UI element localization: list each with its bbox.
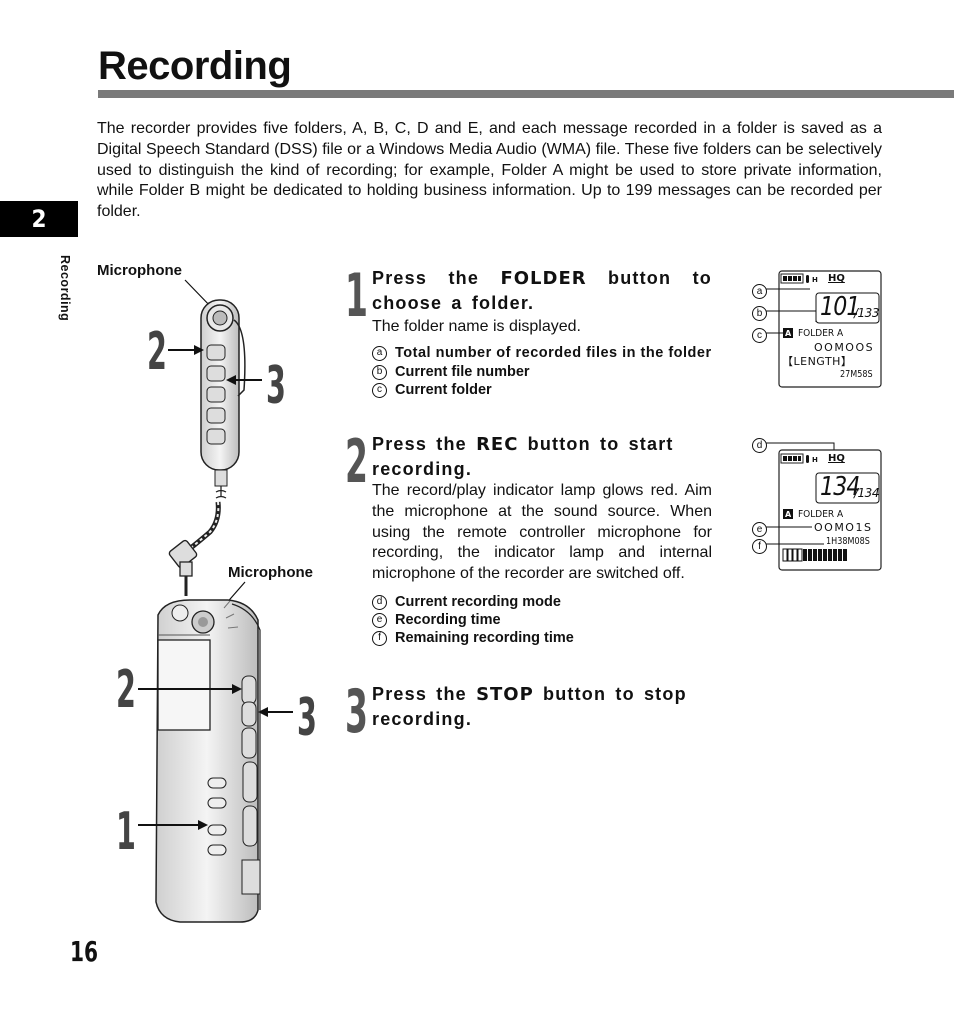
step-3-heading-pre: Press the (372, 684, 467, 704)
legend-item: e Recording time (372, 611, 712, 629)
step-2-heading: Press the REC button to start recording. (372, 432, 712, 481)
legend-text: Current file number (395, 363, 530, 380)
lcd1-marker-b: b (752, 306, 767, 321)
legend-text: Current recording mode (395, 593, 561, 610)
lcd2-mode: HQ (828, 453, 845, 464)
remote-microphone-label: Microphone (97, 262, 182, 279)
lcd1-folder: FOLDER A (798, 328, 844, 339)
lcd1-frame: A (766, 270, 882, 388)
legend-mark: d (372, 594, 387, 610)
lcd-display-1: a b c A H HQ 101 /133 FOLDER A OOMOOS 【L… (750, 270, 885, 390)
lcd2-frame: A (766, 442, 882, 571)
lcd1-length-value: 27M58S (840, 369, 873, 380)
page-title: Recording (98, 44, 292, 88)
page-number: 16 (70, 935, 99, 968)
step-3-number: 3 (345, 677, 368, 747)
remote-callout-2: 2 (147, 322, 167, 382)
lcd2-total: /134 (854, 486, 879, 500)
legend-text: Current folder (395, 381, 492, 398)
legend-text: Remaining recording time (395, 629, 574, 646)
svg-text:A: A (785, 329, 792, 338)
step-1-heading: Press the FOLDER button to choose a fold… (372, 266, 712, 315)
legend-item: d Current recording mode (372, 593, 712, 611)
recorder-body (155, 599, 261, 923)
recorder-callout-2: 2 (116, 660, 136, 720)
step-1-body: The folder name is displayed. (372, 318, 581, 335)
lcd2-marker-d: d (752, 438, 767, 453)
legend-item: c Current folder (372, 381, 712, 399)
lcd1-marker-c: c (752, 328, 767, 343)
lcd2-remaining: 1H38M08S (826, 536, 870, 547)
recorder-callout-1: 1 (116, 802, 136, 862)
legend-item: a Total number of recorded files in the f… (372, 344, 712, 362)
recorder-callout-3: 3 (297, 688, 317, 748)
remote-controller (200, 299, 246, 487)
legend-mark: c (372, 382, 387, 398)
lcd1-length-label: 【LENGTH】 (782, 355, 853, 368)
step-1-legend: a Total number of recorded files in the f… (372, 344, 712, 399)
step-2-number: 2 (345, 427, 368, 497)
lcd2-marker-e: e (752, 522, 767, 537)
folder-button-name: FOLDER (500, 268, 587, 289)
lcd1-file-code: OOMOOS (814, 341, 875, 354)
device-illustration (138, 279, 293, 923)
step-1: Press the FOLDER button to choose a fold… (372, 266, 712, 399)
step-2-body: The record/play indicator lamp glows red… (372, 482, 712, 583)
svg-text:A: A (785, 510, 792, 519)
remote-callout-3: 3 (266, 356, 286, 416)
legend-mark: a (372, 345, 387, 361)
lcd2-marker-f: f (752, 539, 767, 554)
step-2-heading-pre: Press the (372, 434, 467, 454)
step-1-heading-post: button to choose a folder. (372, 268, 712, 313)
lcd2-big-number: 134 (820, 472, 860, 502)
legend-item: b Current file number (372, 363, 712, 381)
lcd-display-2: d e f A H HQ 134 /134 FOLDER A OOMO1S 1H… (750, 436, 885, 572)
stop-button-name: STOP (476, 684, 534, 705)
legend-text: Total number of recorded files in the fo… (395, 344, 712, 361)
step-1-heading-pre: Press the (372, 268, 480, 288)
step-3-heading-post: button to stop recording. (372, 684, 687, 729)
legend-item: f Remaining recording time (372, 629, 712, 647)
lcd2-time: OOMO1S (814, 521, 873, 534)
legend-mark: f (372, 630, 387, 646)
chapter-tab: 2 (0, 201, 78, 237)
lcd1-marker-a: a (752, 284, 767, 299)
step-2-heading-post: button to start recording. (372, 434, 674, 479)
lcd2-folder: FOLDER A (798, 509, 844, 520)
lcd1-total: /133 (854, 306, 879, 320)
recorder-microphone-label: Microphone (228, 564, 313, 581)
legend-mark: b (372, 364, 387, 380)
title-rule (98, 90, 954, 98)
step-2: Press the REC button to start recording.… (372, 432, 712, 647)
legend-mark: e (372, 612, 387, 628)
lcd1-big-number: 101 (820, 292, 860, 322)
legend-text: Recording time (395, 611, 501, 628)
step-3: Press the STOP button to stop recording. (372, 682, 712, 731)
step-3-heading: Press the STOP button to stop recording. (372, 682, 712, 731)
intro-paragraph: The recorder provides five folders, A, B… (97, 120, 882, 221)
rec-button-name: REC (476, 434, 519, 455)
lcd1-mode: HQ (828, 273, 845, 284)
chapter-label: Recording (58, 255, 72, 322)
step-1-number: 1 (345, 261, 368, 331)
